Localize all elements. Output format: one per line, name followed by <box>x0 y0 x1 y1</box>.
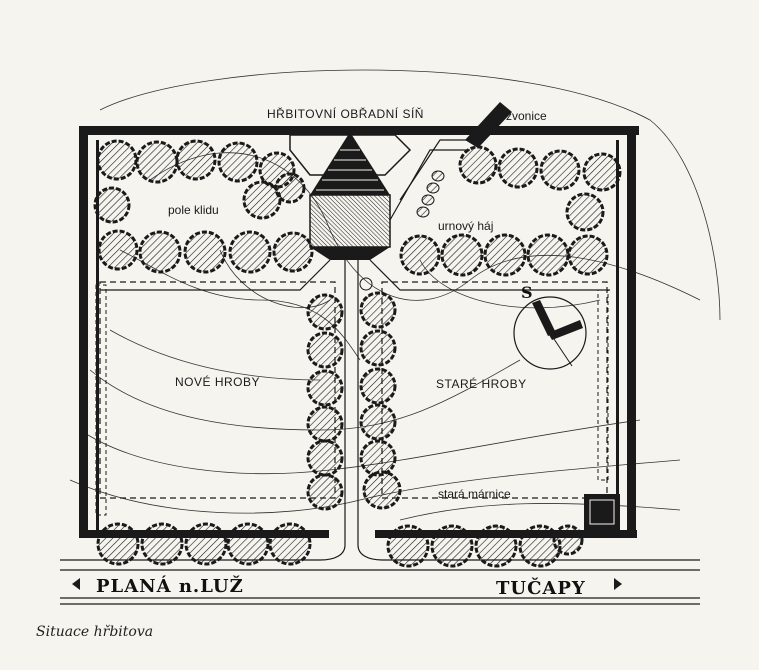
old-mortuary <box>584 494 620 530</box>
tree-canopy <box>96 139 138 181</box>
road-right-label: TUČAPY <box>496 576 586 599</box>
rest-field-label: pole klidu <box>168 203 219 217</box>
tree-canopy <box>497 147 539 189</box>
ceremonial-hall <box>289 132 412 260</box>
tree-canopy <box>458 145 498 185</box>
tree-canopy <box>135 140 179 184</box>
fountain <box>359 277 373 291</box>
old-graves-label: STARÉ HROBY <box>436 376 527 391</box>
tree-canopy <box>526 233 570 277</box>
tree-canopy <box>140 522 184 566</box>
tree-canopy <box>272 231 314 273</box>
tree-canopy <box>183 230 227 274</box>
tree-canopy <box>268 522 312 566</box>
tree-canopy <box>567 234 609 276</box>
tree-canopy <box>93 186 131 224</box>
tree-canopy <box>474 524 518 568</box>
tree-canopy <box>97 229 139 271</box>
tree-canopy <box>552 524 584 556</box>
road-arrows <box>72 578 622 590</box>
urn-grove-shrubs <box>416 170 445 218</box>
tree-canopy <box>217 141 259 183</box>
tree-canopy <box>138 230 182 274</box>
belfry-label: zvonice <box>506 109 547 123</box>
tree-canopy <box>362 470 402 510</box>
tree-canopy <box>306 369 344 407</box>
tree-canopies <box>93 139 622 568</box>
tree-canopy <box>306 331 344 369</box>
urn-grove-label: urnový háj <box>438 219 493 233</box>
tree-canopy <box>175 139 217 181</box>
north-label: S <box>521 283 534 302</box>
tree-canopy <box>539 149 581 191</box>
tree-canopy <box>359 367 397 405</box>
tree-canopy <box>440 233 484 277</box>
tree-canopy <box>359 439 397 477</box>
old-mortuary-label: stará márnice <box>438 487 511 501</box>
new-graves-label: NOVÉ HROBY <box>175 374 260 389</box>
hall-label: HŘBITOVNÍ OBŘADNÍ SÍŇ <box>267 106 424 121</box>
tree-canopy <box>242 180 282 220</box>
side-hedges <box>95 284 609 516</box>
tree-canopy <box>359 329 397 367</box>
tree-canopy <box>359 403 397 441</box>
tree-canopy <box>359 291 397 329</box>
tree-canopy <box>306 405 344 443</box>
tree-canopy <box>582 152 622 192</box>
tree-canopy <box>430 524 474 568</box>
paths <box>60 139 700 605</box>
tree-canopy <box>226 522 270 566</box>
tree-canopy <box>96 522 140 566</box>
tree-canopy <box>306 439 344 477</box>
tree-canopy <box>386 524 430 568</box>
tree-canopy <box>306 293 344 331</box>
belfry <box>465 102 512 148</box>
tree-canopy <box>399 234 441 276</box>
north-arrow <box>513 296 587 370</box>
tree-canopy <box>565 192 605 232</box>
road-left-label: PLANÁ n.LUŽ <box>96 574 244 597</box>
tree-canopy <box>184 522 228 566</box>
tree-canopy <box>228 230 272 274</box>
figure-caption: Situace hřbitova <box>36 624 154 640</box>
tree-canopy <box>274 172 306 204</box>
tree-canopy <box>306 473 344 511</box>
tree-canopy <box>483 233 527 277</box>
